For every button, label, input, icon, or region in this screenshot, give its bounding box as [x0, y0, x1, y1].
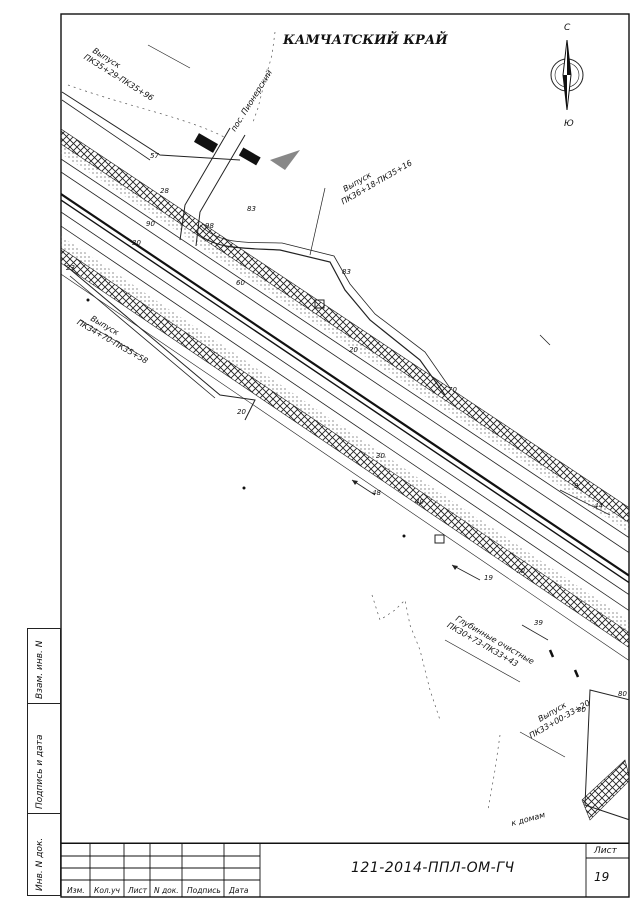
- svg-text:пос. Пионерский: пос. Пионерский: [229, 68, 274, 133]
- svg-text:9: 9: [574, 482, 579, 490]
- side-cell-signature-date: Подпись и дата: [27, 703, 61, 813]
- fence-line: [67, 84, 227, 139]
- svg-text:70: 70: [516, 567, 525, 575]
- tb-header-doc-no: N док.: [154, 886, 179, 895]
- outlet-callout-4: Выпуск ПК33+00-33+20: [528, 698, 592, 740]
- svg-text:19: 19: [484, 574, 493, 582]
- svg-text:20: 20: [237, 408, 246, 416]
- compass-north: С: [564, 23, 571, 33]
- side-cell-replace-inv: Взам. инв. N: [27, 628, 61, 703]
- svg-text:98: 98: [205, 222, 214, 230]
- svg-text:80: 80: [618, 690, 627, 698]
- hatch-strip-lower: [61, 247, 629, 648]
- svg-text:39: 39: [534, 619, 543, 627]
- to-houses-label: к домам: [510, 810, 546, 828]
- side-stamp: Взам. инв. N Подпись и дата Инв. N док.: [27, 628, 61, 896]
- tb-header-count: Кол.уч: [94, 886, 120, 895]
- svg-text:83: 83: [342, 268, 351, 276]
- region-title: КАМЧАТСКИЙ КРАЙ: [282, 31, 448, 48]
- sheet-label: Лист: [594, 846, 617, 856]
- outlet-callout-1: Выпуск ПК35+29-ПК35+96: [82, 46, 155, 103]
- side-label-replace-inv: Взам. инв. N: [35, 640, 45, 699]
- svg-text:к домам: к домам: [510, 810, 546, 828]
- svg-text:30: 30: [376, 452, 385, 460]
- map-area: [61, 31, 629, 821]
- settlement-label: пос. Пионерский: [229, 68, 274, 133]
- dot-strip-lower: [61, 236, 629, 633]
- outlet-callout-2: Выпуск ПК36+18-ПК35+16: [340, 158, 414, 206]
- compass-icon: С Ю: [550, 23, 584, 129]
- title-block: Изм. Кол.уч Лист N док. Подпись Дата 121…: [61, 843, 629, 898]
- svg-text:48: 48: [372, 489, 381, 497]
- svg-text:30: 30: [577, 706, 586, 714]
- svg-text:23: 23: [66, 264, 75, 272]
- compass-south: Ю: [564, 119, 574, 129]
- tb-header-sheet: Лист: [128, 886, 148, 895]
- svg-text:44: 44: [594, 502, 603, 510]
- dot-strip-upper: [61, 144, 629, 533]
- svg-text:70: 70: [448, 386, 457, 394]
- tb-header-signature: Подпись: [187, 886, 221, 895]
- side-cell-inv-doc: Инв. N док.: [27, 813, 61, 896]
- svg-text:28: 28: [160, 187, 169, 195]
- side-label-inv-doc: Инв. N док.: [35, 837, 45, 891]
- svg-text:60: 60: [236, 279, 245, 287]
- svg-text:90: 90: [146, 220, 155, 228]
- tb-header-date: Дата: [229, 886, 249, 895]
- sheet-frame: [60, 13, 630, 898]
- svg-text:40: 40: [415, 498, 424, 506]
- svg-text:20: 20: [349, 346, 358, 354]
- tb-header-change: Изм.: [67, 886, 85, 895]
- side-label-signature-date: Подпись и дата: [35, 734, 45, 809]
- elevation-marks: 57 83 83 28 98 30 60 90 23 20 70 30 48 4…: [66, 152, 627, 714]
- svg-text:30: 30: [132, 239, 141, 247]
- svg-text:57: 57: [150, 152, 159, 160]
- svg-text:83: 83: [247, 205, 256, 213]
- sheet-number: 19: [594, 870, 610, 884]
- document-code: 121-2014-ППЛ-ОМ-ГЧ: [351, 860, 515, 876]
